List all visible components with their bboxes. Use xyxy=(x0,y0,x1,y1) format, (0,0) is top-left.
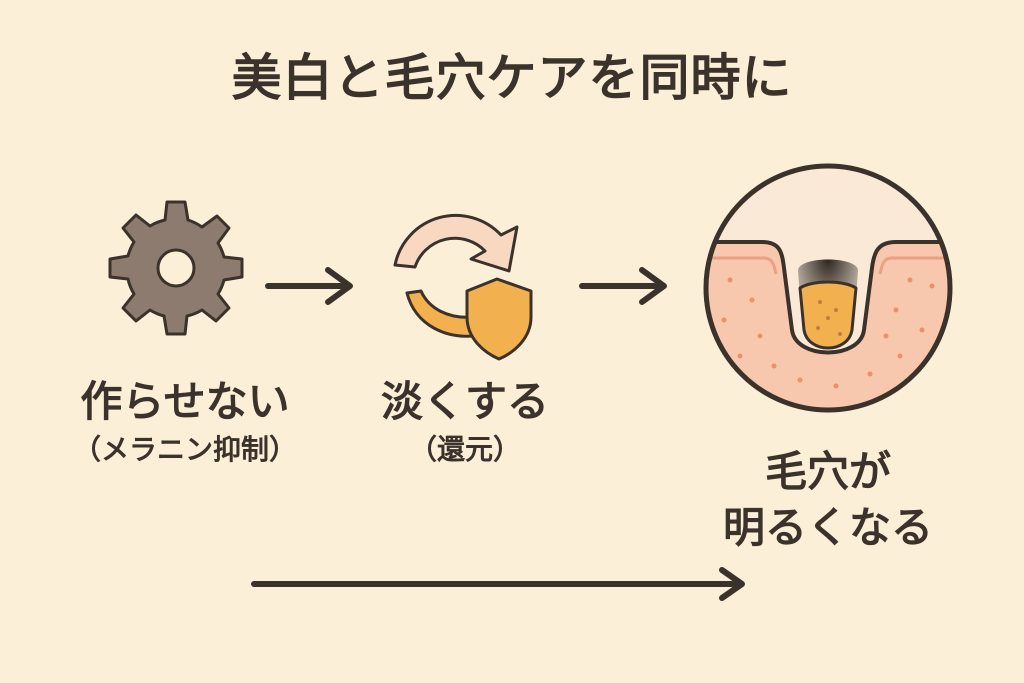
step-2-sublabel: （還元） xyxy=(408,433,521,466)
page-title: 美白と毛穴ケアを同時に xyxy=(231,49,793,107)
gear-icon xyxy=(108,200,244,336)
step-3-label-line2: 明るくなる xyxy=(722,503,933,552)
flow-arrow-2 xyxy=(579,266,670,306)
recycle-shield-icon xyxy=(385,195,545,365)
step-1-sublabel: （メラニン抑制） xyxy=(72,433,297,466)
pore-icon xyxy=(700,160,956,416)
flow-arrow-1 xyxy=(265,266,356,306)
step-1-label: 作らせない xyxy=(80,377,290,426)
step-2-label: 淡くする xyxy=(380,377,549,426)
progress-arrow xyxy=(250,564,750,604)
step-3-label-line1: 毛穴が xyxy=(764,447,891,496)
